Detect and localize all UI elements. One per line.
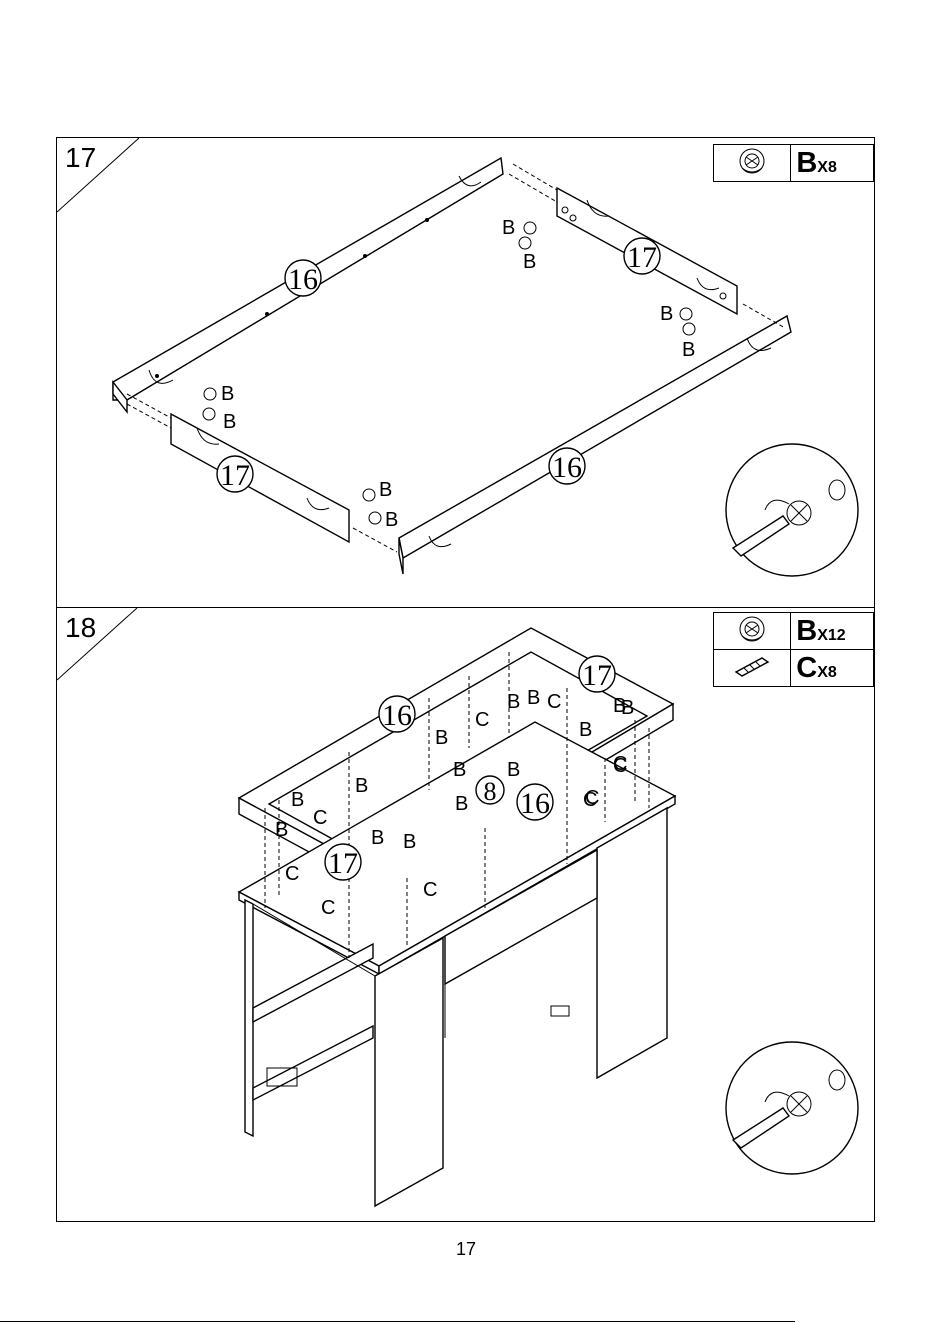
detail-inset-tighten [726, 444, 858, 576]
detail-inset-tighten [726, 1042, 858, 1174]
svg-text:16: 16 [552, 451, 582, 484]
hardware-label: C [285, 863, 299, 885]
part-callout: 16 [285, 260, 321, 296]
hardware-label: C [585, 787, 599, 809]
step-17-panel: 17 BX8 [56, 137, 875, 608]
hardware-label: B [223, 411, 236, 433]
hardware-label: B [453, 759, 466, 781]
svg-text:16: 16 [382, 699, 412, 732]
hardware-label: B [507, 691, 520, 713]
step-18-panel: 18 BX12 [56, 607, 875, 1222]
part-callout: 16 [517, 784, 553, 820]
hardware-label: C [547, 691, 561, 713]
hardware-label: B [455, 793, 468, 815]
part-callout: 16 [549, 448, 585, 484]
hardware-label: C [613, 755, 627, 777]
hardware-label: B [291, 789, 304, 811]
hardware-label: B [507, 759, 520, 781]
hardware-label: B [523, 251, 536, 273]
hardware-label: B [371, 827, 384, 849]
hardware-label: B [385, 509, 398, 531]
hardware-label: C [475, 709, 489, 731]
part-callout: 17 [325, 844, 361, 880]
hardware-label: B [379, 479, 392, 501]
hardware-label: B [221, 383, 234, 405]
svg-text:16: 16 [288, 263, 318, 296]
hardware-label: B [403, 831, 416, 853]
hardware-label: B [355, 775, 368, 797]
hardware-label: C [313, 807, 327, 829]
hardware-label: B [579, 719, 592, 741]
page-number: 17 [0, 1239, 932, 1260]
hardware-label: B [682, 339, 695, 361]
svg-text:16: 16 [520, 787, 550, 820]
svg-text:17: 17 [582, 659, 612, 692]
svg-text:17: 17 [220, 459, 250, 492]
hardware-label: C [423, 879, 437, 901]
short-rail-left [171, 414, 349, 542]
hardware-label: B [502, 217, 515, 239]
hardware-label: C [321, 897, 335, 919]
part-callout: 17 [624, 238, 660, 274]
svg-text:17: 17 [627, 241, 657, 274]
footer-rule [0, 1321, 795, 1322]
part-callout: 17 [217, 456, 253, 492]
step-18-diagram: 16 17 16 17 8 B B C C B B B C B B C B B … [57, 608, 874, 1221]
hardware-label: B [275, 819, 288, 841]
svg-text:17: 17 [328, 847, 358, 880]
part-callout: 16 [379, 696, 415, 732]
part-callout: 17 [579, 656, 615, 692]
svg-text:8: 8 [484, 777, 497, 806]
hardware-label: B [435, 727, 448, 749]
hardware-label: B [527, 687, 540, 709]
hardware-label: B [621, 697, 634, 719]
step-17-diagram: B B B B B B B B 16 17 17 16 [57, 138, 874, 607]
hardware-label: B [660, 303, 673, 325]
